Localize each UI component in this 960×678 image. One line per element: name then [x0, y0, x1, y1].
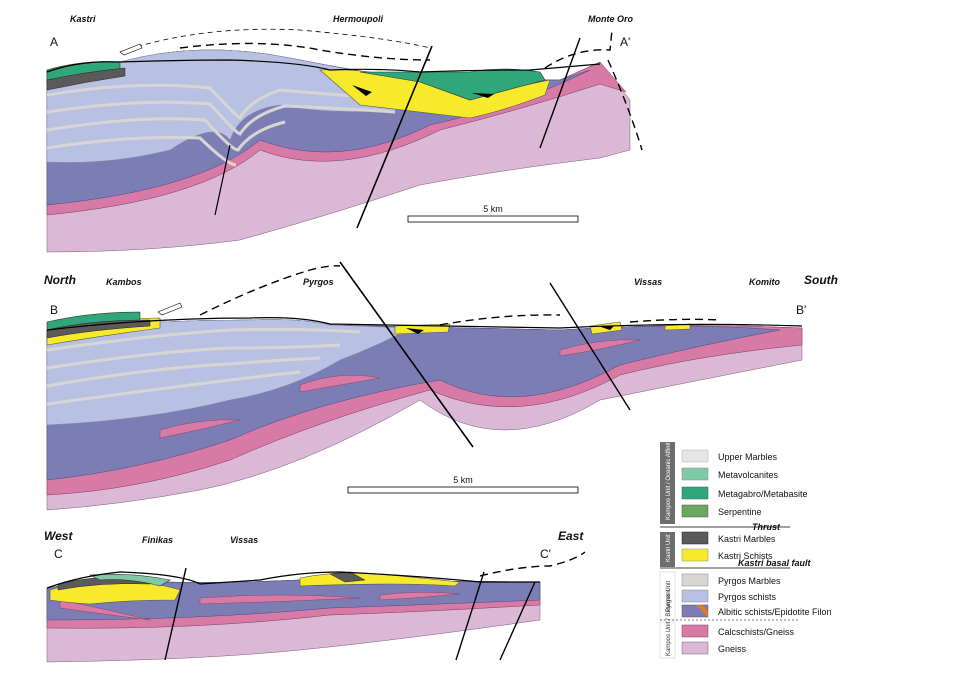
- place-monte-oro: Monte Oro: [588, 14, 633, 24]
- section-end-label: A': [620, 35, 630, 49]
- fault-line: [356, 45, 433, 229]
- legend-group-bar: [660, 442, 675, 524]
- eroded-profile: [199, 265, 341, 316]
- section-start-label: B: [50, 303, 58, 317]
- place-hermoupoli: Hermoupoli: [333, 14, 384, 24]
- thrust-arrow: [472, 93, 494, 98]
- legend-item-calcschists: Calcschists/Gneiss: [681, 624, 795, 638]
- legend-group-label: Pyrgos Unit: [666, 581, 672, 612]
- svg-text:Pyrgos Marbles: Pyrgos Marbles: [718, 576, 781, 586]
- legend-item-pyrgos-marbles: Pyrgos Marbles: [681, 573, 781, 587]
- section-end-label: B': [796, 303, 806, 317]
- section-end-label: C': [540, 547, 551, 561]
- place-vissas: Vissas: [634, 277, 662, 287]
- orientation-south: South: [804, 273, 838, 287]
- legend-item-upper-marbles: Upper Marbles: [681, 449, 778, 463]
- legend-item-metavolcanites: Metavolcanites: [681, 467, 779, 481]
- thrust-symbol: [119, 43, 143, 56]
- eroded-profile: [544, 29, 643, 151]
- scale-label: 5 km: [453, 475, 473, 485]
- pyrgos-marble-bands: [46, 327, 361, 406]
- pyrgos-schist-layer: [46, 49, 421, 163]
- topography-line: [46, 59, 601, 73]
- svg-text:Calcschists/Gneiss: Calcschists/Gneiss: [718, 627, 795, 637]
- legend-item-kastri-marbles: Kastri Marbles: [681, 531, 776, 545]
- fault-line: [214, 144, 231, 216]
- svg-text:Albitic schists/Epidotite Filo: Albitic schists/Epidotite Filon: [718, 607, 832, 617]
- svg-text:Pyrgos schists: Pyrgos schists: [718, 592, 777, 602]
- section-c: C C' West East Finikas Vissas: [44, 529, 586, 663]
- place-vissas: Vissas: [230, 535, 258, 545]
- legend-item-pyrgos-schists: Pyrgos schists: [681, 589, 777, 603]
- kastri-schist-pyrgos: [394, 323, 451, 335]
- section-b: 5 km B B' North South Kambos Pyrgos Viss…: [44, 261, 838, 511]
- svg-text:Metagabro/Metabasite: Metagabro/Metabasite: [718, 489, 808, 499]
- thrust-symbol: [157, 302, 183, 316]
- legend-group-label: Kampos Unit / Basement: [666, 589, 672, 656]
- legend: Kampos Unit / Oceanic Affinities Kastri …: [659, 435, 832, 659]
- legend-group-bar: [660, 532, 675, 567]
- eroded-profile: [439, 314, 721, 326]
- fault-line: [164, 567, 187, 661]
- orientation-east: East: [558, 529, 584, 543]
- place-kambos: Kambos: [106, 277, 142, 287]
- orientation-west: West: [44, 529, 73, 543]
- eroded-profile: [179, 42, 431, 61]
- svg-text:Gneiss: Gneiss: [718, 644, 747, 654]
- section-start-label: A: [50, 35, 58, 49]
- legend-basal-fault-label: Kastri basal fault: [738, 558, 812, 568]
- legend-thrust-label: Thrust: [752, 522, 781, 532]
- legend-item-albitic-schists: Albitic schists/Epidotite Filon: [681, 604, 832, 618]
- fault-line: [549, 282, 631, 411]
- thrust-arrow: [598, 326, 614, 330]
- topography-line: [46, 571, 540, 589]
- thrust-arrow: [406, 328, 424, 334]
- metavolcanites-finikas: [88, 573, 171, 587]
- orientation-north: North: [44, 273, 76, 287]
- section-a: 5 km A A' Kastri Hermoupoli Monte Oro: [46, 14, 643, 253]
- legend-group-bar: [659, 571, 676, 621]
- fault-line: [499, 581, 536, 661]
- svg-text:Kastri Marbles: Kastri Marbles: [718, 534, 776, 544]
- place-pyrgos: Pyrgos: [303, 277, 334, 287]
- eroded-profile: [119, 28, 431, 53]
- eroded-profile: [479, 551, 586, 577]
- legend-item-serpentine: Serpentine: [681, 504, 762, 518]
- fault-line: [539, 37, 581, 149]
- place-komito: Komito: [749, 277, 780, 287]
- topography-line: [46, 317, 803, 331]
- scale-bar: [347, 486, 579, 494]
- epidotite-lenses: [59, 592, 461, 621]
- scale-label: 5 km: [483, 204, 503, 214]
- svg-text:Metavolcanites: Metavolcanites: [718, 470, 779, 480]
- thrust-arrow: [352, 85, 372, 96]
- legend-item-gneiss: Gneiss: [681, 641, 747, 655]
- fault-line: [339, 261, 474, 448]
- legend-item-kastri-schists: Kastri Schists: [681, 548, 773, 562]
- legend-group-label: Kastri Unit: [666, 534, 672, 562]
- kastri-marble-b: [46, 319, 151, 339]
- section-start-label: C: [54, 547, 63, 561]
- legend-group-label: Kampos Unit / Oceanic Affinities: [666, 435, 672, 520]
- place-finikas: Finikas: [142, 535, 173, 545]
- place-kastri: Kastri: [70, 14, 96, 24]
- fault-line: [455, 571, 485, 661]
- epidotite-lenses: [159, 339, 641, 439]
- legend-item-metagabbro: Metagabro/Metabasite: [681, 486, 808, 500]
- svg-text:Kastri Schists: Kastri Schists: [718, 551, 773, 561]
- svg-text:Serpentine: Serpentine: [718, 507, 762, 517]
- svg-text:Upper Marbles: Upper Marbles: [718, 452, 778, 462]
- legend-group-bar: [659, 621, 676, 659]
- scale-bar: [407, 215, 579, 223]
- kastri-marble-a: [46, 67, 126, 91]
